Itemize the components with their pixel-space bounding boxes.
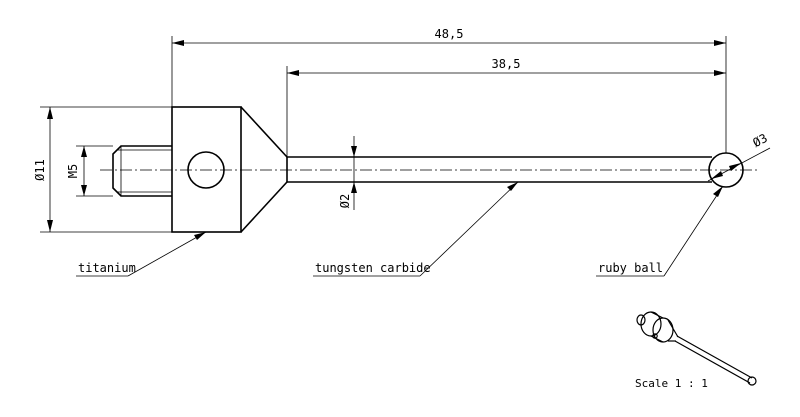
leader-titanium: titanium [76,231,207,277]
stem-length-label: 38,5 [492,57,521,71]
ball-diameter-label: Ø3 [750,131,769,150]
dimension-thread: M5 [66,145,113,197]
body-diameter-label: Ø11 [33,159,47,181]
tungsten-carbide-stem [287,156,712,183]
dimension-body-diameter: Ø11 [33,106,172,233]
thread-label: M5 [66,164,80,178]
overall-length-label: 48,5 [435,27,464,41]
dimension-overall-length: 48,5 [171,27,727,153]
ruby-ball-label: ruby ball [598,261,663,275]
stem-diameter-label: Ø2 [338,194,352,208]
leader-ruby-ball: ruby ball [596,185,724,277]
titanium-label: titanium [78,261,136,275]
isometric-view [636,311,757,386]
leader-tungsten-carbide: tungsten carbide [313,181,519,277]
titanium-body [171,106,288,233]
dimension-stem-length: 38,5 [286,57,726,157]
dimension-stem-diameter: Ø2 [338,136,357,210]
scale-label: Scale 1 : 1 [635,377,708,390]
thread-m5 [112,145,172,197]
tungsten-carbide-label: tungsten carbide [315,261,431,275]
dimension-ball-diameter: Ø3 [707,131,771,182]
